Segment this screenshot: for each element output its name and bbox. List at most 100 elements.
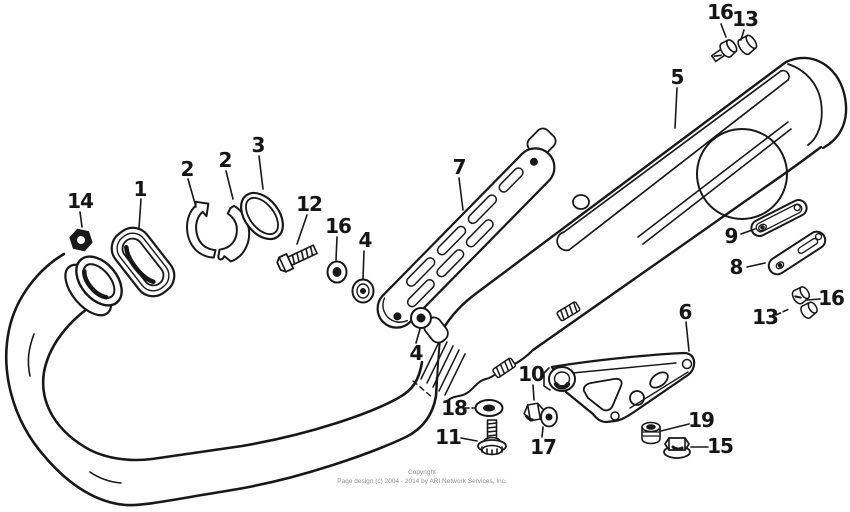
callout-6[interactable]: 6	[678, 300, 693, 324]
heat-shield-plate	[376, 147, 556, 329]
flange-drawing	[110, 226, 176, 298]
muffler-top-strip	[556, 69, 790, 252]
leader-13-right	[775, 308, 790, 316]
leader-10	[532, 384, 535, 401]
callout-13-top[interactable]: 13	[732, 7, 759, 31]
leader-16-mid	[335, 236, 338, 261]
muffler-cap-crease	[787, 63, 823, 146]
callout-17[interactable]: 17	[530, 435, 557, 459]
callout-14[interactable]: 14	[67, 189, 94, 213]
heat-shield-slots	[405, 167, 524, 308]
grommet-4-lower-drawing	[410, 307, 432, 329]
collar-19-drawing	[641, 421, 661, 445]
copyright-line2: Page design (c) 2004 - 2014 by ARI Netwo…	[337, 477, 507, 485]
leader-9	[740, 228, 756, 235]
heat-shield-cap-line	[382, 297, 409, 323]
bracket-outline	[550, 351, 696, 424]
callout-13-right[interactable]: 13	[752, 305, 779, 329]
nut-14-drawing	[69, 228, 93, 252]
leader-3	[258, 155, 264, 190]
washer-16-mid-drawing	[326, 260, 348, 284]
heat-shield-hole-right	[529, 157, 538, 166]
callout-18[interactable]: 18	[441, 396, 468, 420]
pipe-accent-arc-2	[89, 471, 122, 484]
callout-4-lower[interactable]: 4	[409, 341, 424, 365]
callout-10[interactable]: 10	[518, 362, 545, 386]
muffler-stud-b	[556, 301, 581, 322]
muffler-body-drawing	[412, 56, 848, 402]
leader-2-right	[225, 170, 234, 200]
bracket-drawing	[543, 351, 696, 424]
muffler-ghost-circle	[696, 128, 788, 220]
callout-9[interactable]: 9	[724, 224, 739, 248]
callout-7[interactable]: 7	[452, 155, 467, 179]
grommet-4-mid-drawing	[351, 278, 375, 304]
leader-16-top	[720, 23, 727, 38]
bracket-hole-small	[610, 411, 620, 421]
leader-6	[685, 321, 690, 352]
nut-10-drawing	[523, 402, 545, 422]
leader-2-left	[187, 178, 197, 208]
callout-16-right[interactable]: 16	[818, 286, 845, 310]
nut-16-right-drawing	[800, 301, 818, 320]
washer-17-drawing	[540, 406, 558, 428]
pipe-inner-edge	[41, 298, 424, 462]
callout-11[interactable]: 11	[435, 425, 462, 449]
washer-13-top-drawing	[737, 34, 758, 56]
callout-5[interactable]: 5	[670, 65, 685, 89]
muffler-cone-wavy	[446, 349, 534, 402]
heat-shield-hole-left	[393, 312, 402, 321]
bracket-bushing-shadow	[553, 381, 571, 390]
flange-nut-15-drawing	[663, 437, 691, 459]
leader-5	[674, 87, 678, 129]
bolt-11-drawing	[477, 419, 507, 456]
muffler-seam-line-2	[642, 128, 792, 245]
heat-shield-drawing	[376, 127, 557, 329]
header-pipe-drawing	[5, 252, 439, 507]
bracket-cutout	[582, 377, 623, 412]
muffler-stud-a	[492, 357, 517, 379]
callout-12[interactable]: 12	[296, 192, 323, 216]
bolt-13-right-drawing	[791, 286, 811, 305]
muffler-dash-line	[412, 380, 434, 399]
leader-17	[541, 426, 544, 438]
bolt-16-top-drawing	[710, 39, 738, 63]
callout-8[interactable]: 8	[729, 255, 744, 279]
leader-7	[458, 177, 464, 211]
gasket-drawing	[240, 191, 284, 241]
bracket-hole-round	[629, 390, 645, 406]
leader-1	[138, 198, 142, 229]
leader-8	[746, 262, 766, 268]
callout-1[interactable]: 1	[133, 177, 148, 201]
muffler-seam-line-1	[637, 121, 789, 238]
callout-19[interactable]: 19	[688, 408, 715, 432]
bracket-bushing-flange	[543, 367, 551, 391]
bracket-inner-edge	[629, 371, 689, 409]
bracket-hole-oval	[649, 371, 669, 389]
clamp-half-right-drawing	[217, 204, 251, 263]
callout-3[interactable]: 3	[251, 133, 266, 157]
callout-16-mid[interactable]: 16	[325, 214, 352, 238]
callout-15[interactable]: 15	[707, 434, 734, 458]
bracket-hole-corner	[681, 358, 693, 370]
muffler-end-cap	[784, 56, 848, 150]
pipe-outer-edge	[5, 252, 439, 507]
muffler-cone-ribs	[420, 337, 466, 396]
callout-4-mid[interactable]: 4	[358, 228, 373, 252]
pipe-accent-arc-1	[27, 333, 35, 377]
washer-18-drawing	[474, 399, 504, 417]
leader-lines	[79, 23, 821, 448]
leader-19	[660, 423, 690, 432]
leader-4-mid	[362, 250, 365, 280]
strap-9-drawing	[750, 199, 808, 237]
callout-2-left[interactable]: 2	[180, 157, 195, 181]
copyright-line1: Copyright	[408, 469, 436, 476]
flange-shadow	[124, 244, 156, 285]
leader-4-lower	[415, 328, 421, 344]
callout-16-top[interactable]: 16	[707, 0, 734, 24]
leader-12	[296, 214, 308, 245]
clamp-half-left-drawing	[186, 200, 217, 259]
callout-2-right[interactable]: 2	[218, 148, 233, 172]
